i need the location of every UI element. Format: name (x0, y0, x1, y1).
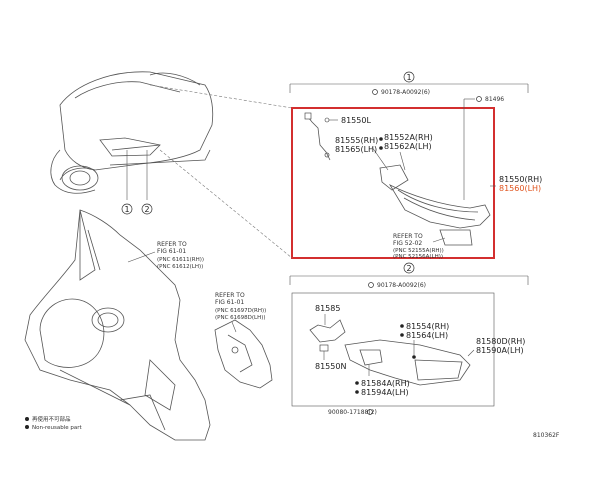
refer-group-1: REFER TO FIG 52-02 (PNC 52155A(RH)) (PNC… (393, 233, 446, 260)
group-1-bracket-lh: 81565(LH) (335, 145, 377, 154)
group-1-socket-label: 81550L (341, 116, 371, 125)
legend-item-jp: 再使用不可部品 (32, 415, 71, 423)
group-2-lamp-lh: 81590A(LH) (476, 346, 524, 355)
refer-group-1-title: REFER TO (393, 233, 423, 240)
group-2-bolt-label: 90178-A0092(6) (377, 282, 426, 289)
group-2-bolt: 90178-A0092(6) (368, 282, 426, 289)
group-1-header: 1 (289, 71, 529, 93)
group-1-lamp-rh: 81550(RH) (499, 175, 542, 184)
group-2-tail-lamp: 81580D(RH) 81590A(LH) (344, 337, 525, 386)
refer-mid-pnc-rh: (PNC 61697D(RH)) (215, 308, 266, 314)
group-1-lamp-lh: 81560(LH) (499, 184, 541, 193)
group-2-callout: 2 (406, 264, 411, 273)
group-2-bulb-label: 81550N (315, 362, 346, 371)
group-2-box (291, 292, 495, 407)
legend: 再使用不可部品 Non-reusable part (25, 415, 82, 431)
group-2-gasket-rh: 81554(RH) (406, 322, 449, 331)
group-1-socket: 81550L (304, 112, 371, 161)
group-2-bracket-rh: 81584A(RH) (361, 379, 410, 388)
refer-mid-fig: FIG 61-01 (215, 299, 244, 306)
group-1-gasket-rh: 81552A(RH) (384, 133, 433, 142)
refer-left: REFER TO FIG 61-01 (PNC 61611(RH)) (PNC … (127, 241, 204, 270)
callout-2: 2 (144, 205, 149, 214)
group-1-bolt: 90178-A0092(6) (372, 89, 430, 96)
refer-mid: REFER TO FIG 61-01 (PNC 61697D(RH)) (PNC… (215, 292, 266, 333)
legend-item-en: Non-reusable part (32, 425, 82, 431)
callout-1: 1 (124, 205, 129, 214)
group-2-screw: 90080-17188(2) (328, 409, 377, 416)
callout-1-bubble: 1 (121, 203, 133, 215)
refer-group-1-fig: FIG 52-02 (393, 240, 422, 247)
group-2-gasket: 81554(RH) 81564(LH) (400, 322, 449, 355)
group-2-socket-label: 81585 (315, 304, 340, 313)
group-2-gasket-lh: 81564(LH) (406, 331, 448, 340)
group-2-screw-label: 90080-17188(2) (328, 409, 377, 416)
group-1-callout: 1 (406, 73, 411, 82)
group-2-lamp-rh: 81580D(RH) (476, 337, 525, 346)
group-1-clip: 81496 (464, 96, 504, 103)
group-1-bolt-label: 90178-A0092(6) (381, 89, 430, 96)
refer-group-1-pnc-lh: (PNC 52156A(LH)) (393, 254, 443, 260)
refer-left-pnc-lh: (PNC 61612(LH)) (157, 264, 203, 270)
inner-panel-illustration (214, 319, 273, 389)
refer-group-1-pnc-rh: (PNC 52155A(RH)) (393, 248, 444, 254)
group-1-bracket-rh: 81555(RH) (335, 136, 378, 145)
group-2-bracket: 81584A(RH) 81594A(LH) (355, 365, 410, 397)
group-2-header: 2 (289, 262, 529, 285)
selected-group-highlight (291, 107, 495, 259)
group-1-gasket-lh: 81562A(LH) (384, 142, 432, 151)
diagram-id: 810362F (533, 432, 560, 439)
quarter-panel-illustration (24, 209, 211, 441)
group-2-bracket-lh: 81594A(LH) (361, 388, 409, 397)
group-1-tail-lamp (379, 99, 491, 246)
callout-2-bubble: 2 (141, 203, 153, 215)
refer-mid-title: REFER TO (215, 292, 245, 299)
group-2-socket: 81585 81550N (309, 304, 346, 371)
refer-mid-pnc-lh: (PNC 61698D(LH)) (215, 315, 266, 321)
refer-left-pnc-rh: (PNC 61611(RH)) (157, 257, 204, 263)
refer-left-title: REFER TO (157, 241, 187, 248)
group-1-clip-label: 81496 (485, 96, 504, 103)
car-rear-illustration (50, 71, 214, 194)
refer-left-fig: FIG 61-01 (157, 248, 186, 255)
